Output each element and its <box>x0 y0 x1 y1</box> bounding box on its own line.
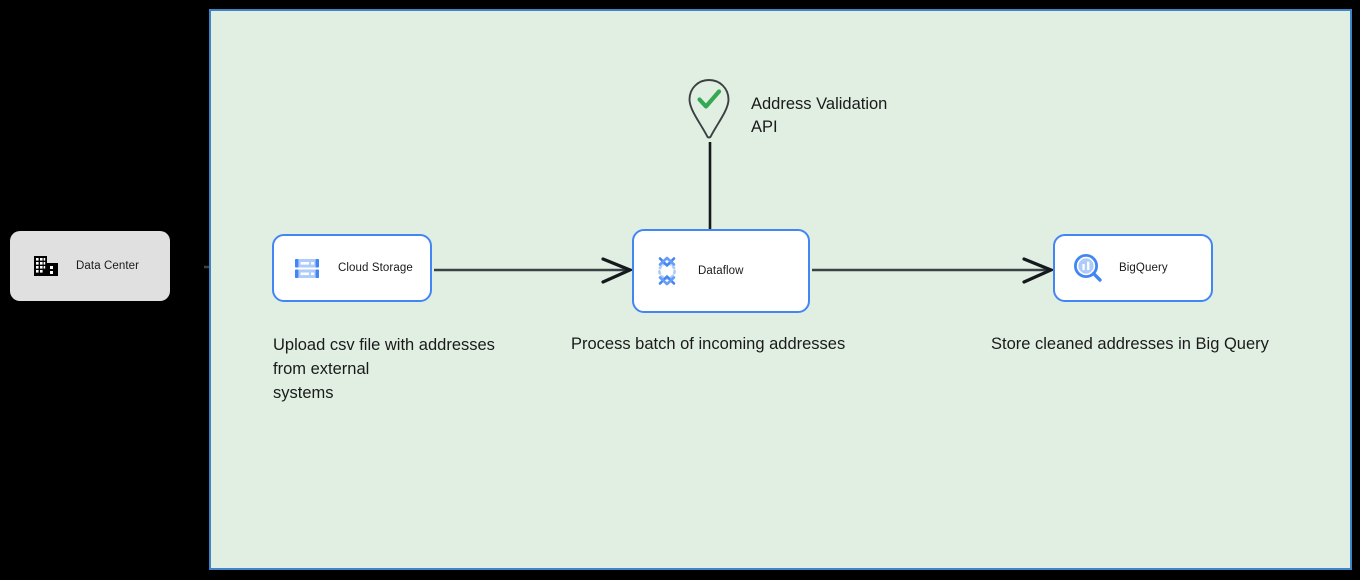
arrowhead-cloud-storage-to-dataflow <box>601 257 635 284</box>
caption-cloud-storage: Upload csv file with addresses from exte… <box>273 336 495 402</box>
node-label: Cloud Storage <box>338 262 413 274</box>
cloud-storage-icon <box>290 251 324 285</box>
caption-bigquery: Store cleaned addresses in Big Query <box>991 335 1269 353</box>
caption-dataflow: Process batch of incoming addresses <box>571 335 846 353</box>
node-label: Data Center <box>76 260 140 272</box>
cloud-boundary: Address Validation API Cloud Storage <box>209 9 1352 570</box>
map-pin-check-icon <box>685 77 733 141</box>
node-data-center[interactable]: Data Center <box>10 231 170 301</box>
node-cloud-storage[interactable]: Cloud Storage <box>272 234 432 302</box>
bigquery-icon <box>1071 251 1105 285</box>
building-icon <box>32 252 60 280</box>
dataflow-icon <box>650 254 684 288</box>
node-bigquery[interactable]: BigQuery <box>1053 234 1213 302</box>
node-label: BigQuery <box>1119 262 1168 274</box>
node-label: Address Validation API <box>751 95 888 136</box>
node-dataflow[interactable]: Dataflow <box>632 229 810 313</box>
arrowhead-dataflow-to-bigquery <box>1022 257 1056 284</box>
node-label: Dataflow <box>698 265 744 277</box>
node-address-validation-api[interactable]: Address Validation API <box>685 77 887 141</box>
